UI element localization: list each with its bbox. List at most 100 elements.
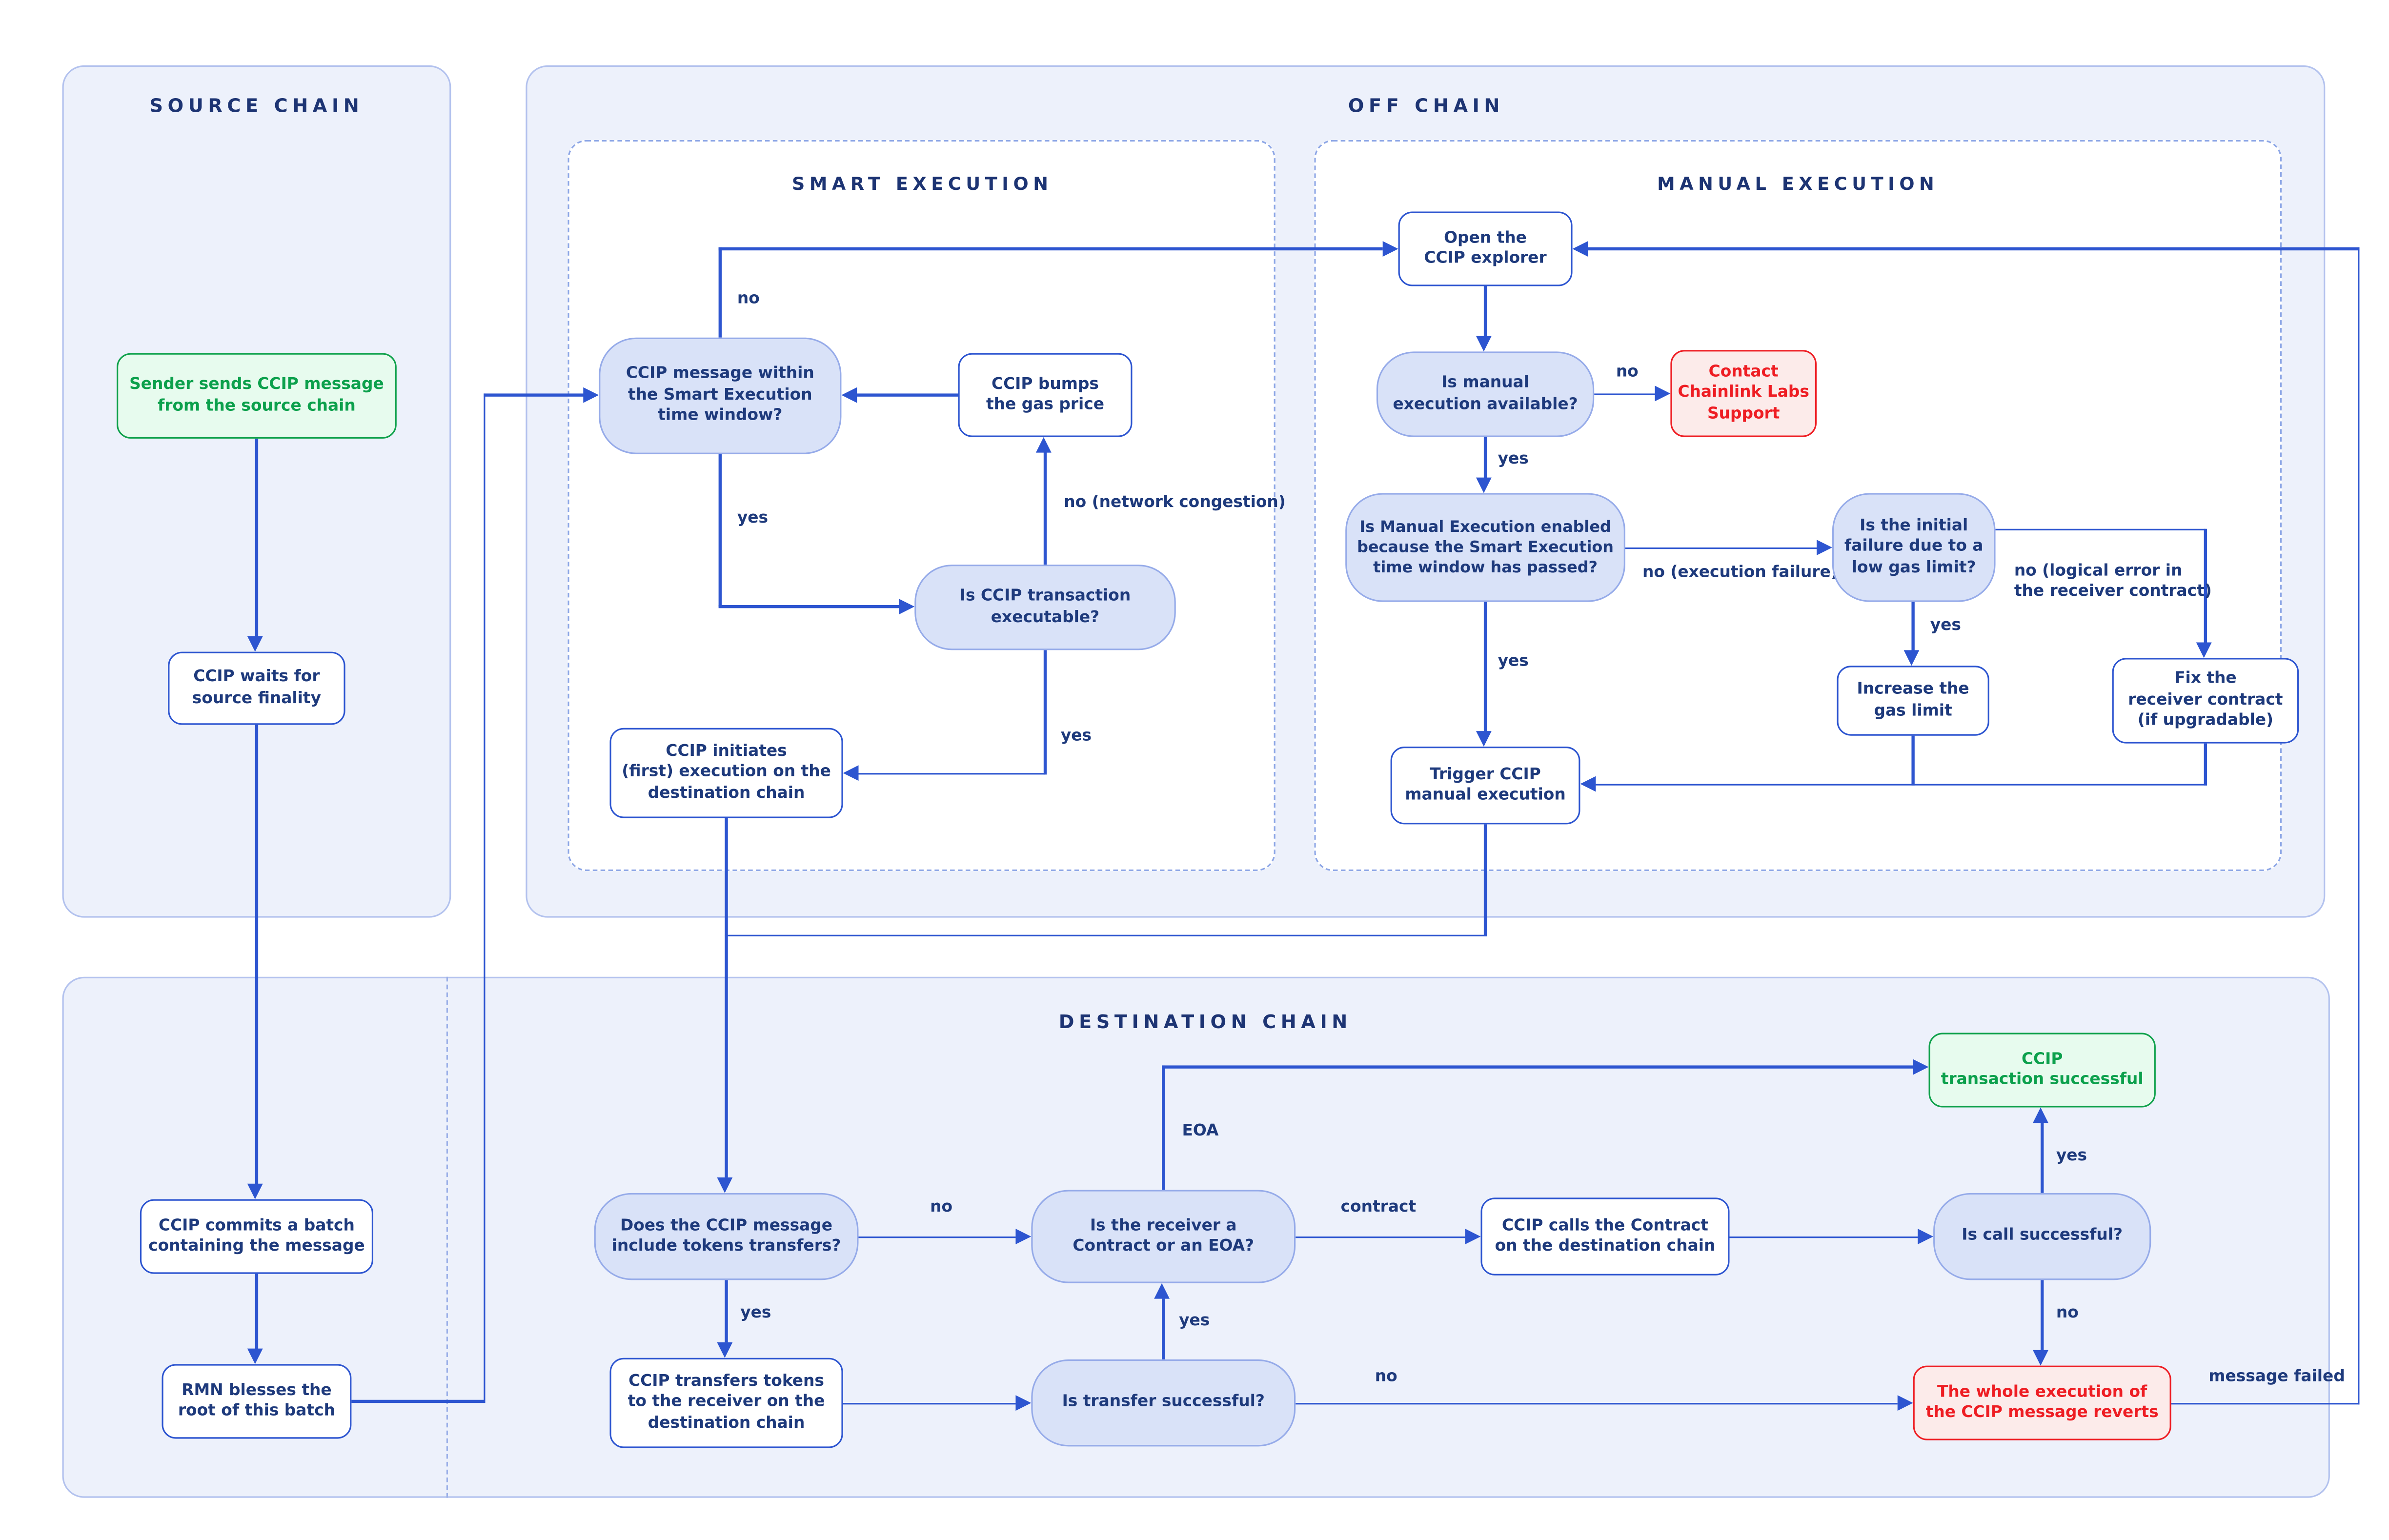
node-ccip-commits-batch: CCIP commits a batch containing the mess…	[140, 1199, 373, 1274]
edge-line	[1483, 286, 1486, 338]
source-chain-title: SOURCE CHAIN	[149, 95, 364, 117]
arrow-left-icon	[843, 765, 859, 781]
node-whole-execution-reverts: The whole execution of the CCIP message …	[1913, 1365, 2171, 1440]
arrow-right-icon	[583, 386, 599, 402]
edge-line	[1483, 602, 1486, 733]
arrow-up-icon	[2033, 1107, 2048, 1123]
node-fix-receiver-contract: Fix the receiver contract (if upgradable…	[2112, 658, 2299, 744]
edge-label-no: no	[1616, 362, 1639, 381]
edge-line	[1296, 1236, 1465, 1238]
edge-line	[857, 393, 958, 396]
off-chain-title: OFF CHAIN	[1348, 95, 1504, 117]
edge-line	[2357, 247, 2360, 1405]
node-ccip-initiates-execution: CCIP initiates (first) execution on the …	[609, 728, 843, 818]
edge-label-yes: yes	[1060, 726, 1092, 745]
arrow-down-icon	[247, 1348, 263, 1364]
edge-line	[1588, 247, 2360, 250]
edge-line	[1596, 783, 2207, 786]
edge-label-no: no	[930, 1197, 953, 1216]
edge-line	[725, 1280, 728, 1342]
arrow-right-icon	[899, 598, 915, 614]
edge-line	[2171, 1402, 2360, 1405]
node-increase-gas-limit: Increase the gas limit	[1837, 666, 1989, 736]
edge-line	[718, 247, 721, 338]
edge-label-eoa: EOA	[1182, 1121, 1219, 1140]
edge-line	[2041, 1123, 2044, 1193]
edge-line	[843, 1402, 1016, 1405]
destination-chain-divider	[446, 976, 448, 1498]
edge-line	[1043, 650, 1046, 775]
edge-line	[255, 725, 258, 1185]
edge-line	[1911, 735, 1914, 786]
edge-line	[858, 1236, 1016, 1238]
arrow-down-icon	[1476, 336, 1492, 352]
edge-line	[718, 454, 721, 607]
edge-line	[255, 438, 258, 638]
decision-transaction-executable: Is CCIP transaction executable?	[914, 565, 1176, 650]
arrow-down-icon	[247, 636, 263, 652]
node-ccip-transaction-successful: CCIP transaction successful	[1928, 1033, 2156, 1108]
edge-line	[255, 1274, 258, 1350]
node-open-ccip-explorer: Open the CCIP explorer	[1398, 211, 1573, 286]
edge-line	[483, 393, 486, 1401]
edge-line	[1625, 547, 1819, 549]
edge-line	[1162, 1065, 1165, 1190]
edge-label-contract: contract	[1340, 1197, 1417, 1216]
decision-transfer-successful: Is transfer successful?	[1031, 1359, 1296, 1447]
arrow-down-icon	[2196, 642, 2212, 658]
arrow-up-icon	[1035, 437, 1052, 453]
node-rmn-blesses-root: RMN blesses the root of this batch	[162, 1364, 352, 1439]
edge-line	[1483, 824, 1486, 936]
edge-line	[858, 772, 1045, 775]
arrow-down-icon	[2033, 1350, 2048, 1366]
arrow-right-icon	[1897, 1395, 1913, 1411]
node-sender-sends-message: Sender sends CCIP message from the sourc…	[117, 353, 397, 439]
edge-label-yes: yes	[1498, 449, 1529, 468]
edge-line	[351, 1399, 486, 1402]
manual-execution-title: MANUAL EXECUTION	[1657, 172, 1939, 195]
edge-label-no: no	[2056, 1303, 2079, 1322]
arrow-right-icon	[1817, 540, 1832, 555]
arrow-up-icon	[1154, 1283, 1170, 1299]
edge-line	[1995, 528, 2206, 531]
arrow-right-icon	[1465, 1229, 1481, 1244]
arrow-left-icon	[841, 386, 857, 402]
edge-line	[2041, 1280, 2044, 1350]
arrow-right-icon	[1655, 385, 1671, 402]
decision-manual-enabled-window-passed: Is Manual Execution enabled because the …	[1345, 493, 1625, 602]
arrow-left-icon	[1572, 240, 1588, 256]
edge-label-yes: yes	[737, 508, 769, 527]
edge-line	[1043, 451, 1046, 565]
edge-line	[1162, 1065, 1913, 1068]
node-contact-chainlink-support: Contact Chainlink Labs Support	[1670, 350, 1817, 437]
node-trigger-manual-execution: Trigger CCIP manual execution	[1390, 747, 1580, 825]
node-ccip-transfers-tokens: CCIP transfers tokens to the receiver on…	[609, 1358, 843, 1448]
arrow-right-icon	[1913, 1058, 1929, 1074]
edge-label-yes: yes	[1930, 616, 1961, 635]
arrow-right-icon	[1918, 1229, 1934, 1244]
arrow-down-icon	[1476, 731, 1492, 747]
edge-line	[718, 247, 1383, 250]
edge-line	[718, 605, 899, 608]
edge-line	[1729, 1236, 1918, 1238]
arrow-right-icon	[1382, 240, 1398, 256]
edge-line	[2204, 743, 2207, 786]
destination-chain-title: DESTINATION CHAIN	[1058, 1011, 1352, 1033]
edge-line	[483, 393, 584, 396]
arrow-down-icon	[247, 1183, 263, 1199]
edge-label-no-logical: no (logical error in the receiver contra…	[2014, 561, 2212, 600]
edge-line	[1594, 392, 1655, 395]
node-ccip-waits-finality: CCIP waits for source finality	[168, 651, 345, 725]
smart-execution-title: SMART EXECUTION	[791, 172, 1053, 195]
edge-line	[1911, 602, 1914, 652]
edge-label-yes: yes	[2056, 1146, 2087, 1165]
arrow-down-icon	[1476, 477, 1492, 493]
edge-label-yes: yes	[1498, 651, 1529, 670]
arrow-down-icon	[717, 1342, 733, 1358]
arrow-right-icon	[1015, 1229, 1032, 1244]
edge-label-no-congestion: no (network congestion)	[1064, 493, 1286, 512]
edge-label-no: no	[737, 289, 760, 308]
node-ccip-bumps-gas: CCIP bumps the gas price	[958, 353, 1133, 437]
edge-label-no: no	[1375, 1367, 1397, 1386]
